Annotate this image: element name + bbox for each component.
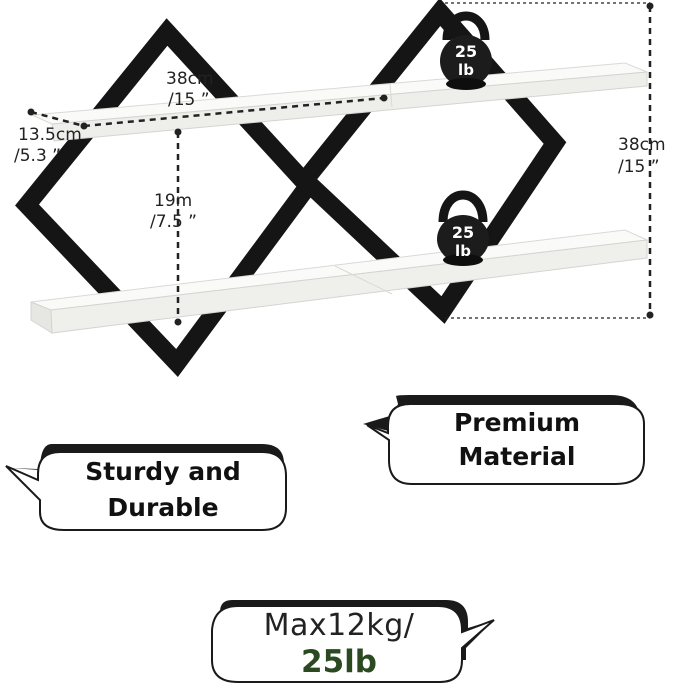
kettlebell-top-weight: 25 xyxy=(455,42,477,61)
sturdy-durable-text: Sturdy and Durable xyxy=(44,454,282,526)
premium-line-1: Premium xyxy=(453,408,581,437)
sturdy-line-1: Sturdy and xyxy=(85,457,241,486)
height-inch-label: /15 ” xyxy=(618,157,660,177)
kettlebell-top-unit: lb xyxy=(458,61,474,79)
height-label: 38cm xyxy=(618,135,666,155)
max-weight-lb: 25lb xyxy=(301,644,377,680)
kettlebell-bottom-unit: lb xyxy=(455,242,471,260)
depth-label: 13.5cm xyxy=(18,125,82,145)
gap-label: 19m xyxy=(154,191,193,211)
premium-material-callout xyxy=(363,395,645,485)
gap-inch-label: /7.5 ” xyxy=(150,212,197,232)
kettlebell-top: 25 lb xyxy=(440,11,492,90)
dimension-endpoints xyxy=(27,2,654,326)
kettlebell-bottom-weight: 25 xyxy=(452,223,474,242)
upper-shelf xyxy=(30,62,648,142)
width-inch-label: /15 ” xyxy=(168,90,210,110)
sturdy-durable-callout xyxy=(5,444,287,531)
depth-dimension-line xyxy=(30,110,85,128)
kettlebell-bottom: 25 lb xyxy=(437,190,489,266)
sturdy-line-2: Durable xyxy=(107,493,219,522)
right-diamond-frame xyxy=(292,0,567,324)
depth-inch-label: /5.3 ” xyxy=(14,146,61,166)
premium-material-text: Premium Material xyxy=(394,406,640,474)
dimension-lines xyxy=(30,2,652,322)
max-weight-callout xyxy=(211,600,495,683)
width-label: 38cm xyxy=(166,69,214,89)
premium-line-2: Material xyxy=(458,442,576,471)
max-weight-kg: Max12kg/ xyxy=(263,608,415,643)
max-weight-text: Max12kg/ 25lb xyxy=(216,608,462,680)
left-diamond-frame xyxy=(15,18,320,377)
